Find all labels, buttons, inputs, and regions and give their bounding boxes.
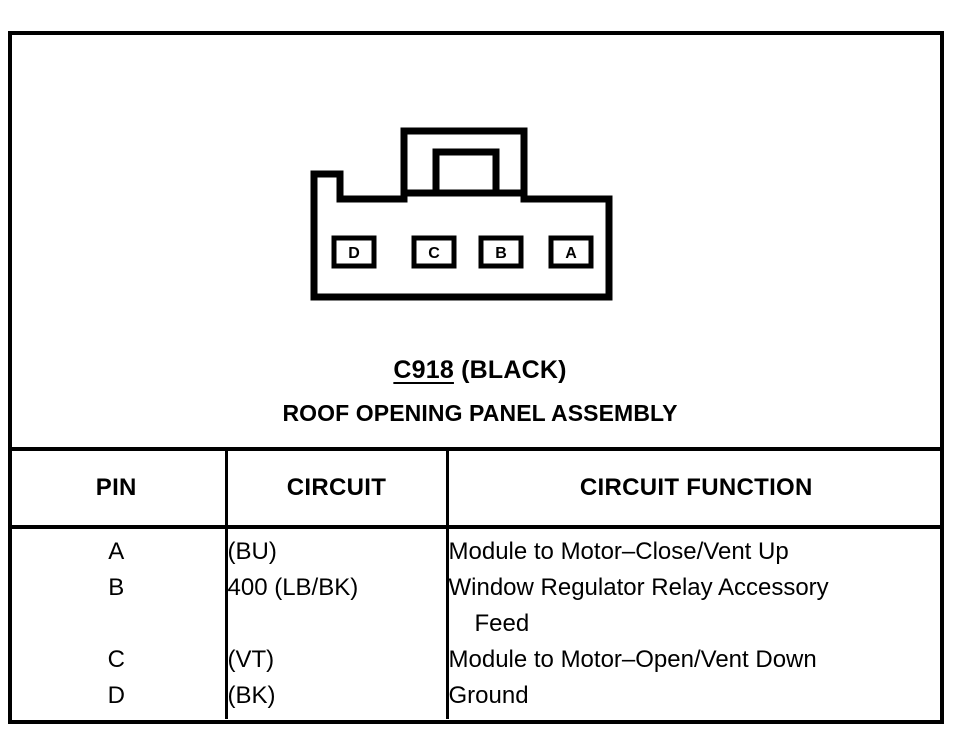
connector-color: (BLACK): [461, 356, 567, 384]
connector-drawing: D C B A: [310, 127, 613, 301]
pin-table-head: PIN CIRCUIT CIRCUIT FUNCTION: [8, 447, 944, 529]
column-header-pin: PIN: [8, 447, 226, 529]
connector-assembly-name: ROOF OPENING PANEL ASSEMBLY: [282, 400, 678, 426]
pin-value: A: [108, 538, 125, 565]
connector-id-line: C918 (BLACK): [12, 355, 948, 385]
pin-cavity-c: [411, 235, 457, 269]
pin-cavity-label-c: C: [428, 245, 440, 262]
pin-value: D: [107, 682, 125, 709]
pin-column-cell: A B C D: [8, 527, 226, 719]
pin-cavity-label-d: D: [348, 245, 360, 262]
circuit-function-value: Module to Motor–Close/Vent Up: [448, 538, 789, 565]
circuit-function-value: Ground: [448, 682, 529, 709]
circuit-value-continuation-blank: [228, 606, 446, 642]
circuit-function-value: Module to Motor–Open/Vent Down: [448, 646, 817, 673]
connector-tab-inner-notch: [432, 148, 500, 197]
circuit-column-cell: (BU) 400 (LB/BK) (VT) (BK): [224, 527, 447, 719]
pin-cavity-d: [331, 235, 377, 269]
circuit-function-value: Window Regulator Relay Accessory: [448, 574, 829, 601]
pin-cavity-b: [478, 235, 524, 269]
pin-table: PIN CIRCUIT CIRCUIT FUNCTION A B C D: [8, 447, 944, 719]
circuit-value: (BU): [227, 538, 277, 565]
connector-locking-tab: [400, 127, 528, 197]
pin-cavity-label-a: A: [565, 245, 577, 262]
column-header-circuit-function: CIRCUIT FUNCTION: [445, 447, 944, 529]
pin-cavity-a: [548, 235, 594, 269]
circuit-value: (BK): [227, 682, 276, 709]
connector-illustration: D C B A: [12, 35, 948, 355]
pin-value: B: [108, 574, 125, 601]
connector-code: C918: [393, 356, 454, 384]
pin-cavity-label-b: B: [495, 245, 507, 262]
circuit-value: (VT): [227, 646, 275, 673]
pin-table-body: A B C D (BU) 400 (LB/BK) (VT) (BK): [8, 527, 944, 719]
pin-value: C: [107, 646, 125, 673]
circuit-function-value-continuation: Feed: [474, 610, 530, 637]
table-row: A B C D (BU) 400 (LB/BK) (VT) (BK): [8, 527, 944, 719]
pin-value-continuation-blank: [8, 606, 225, 642]
circuit-value: 400 (LB/BK): [227, 574, 359, 601]
diagram-frame: D C B A C918 (BLACK) ROOF OPENING PANEL …: [8, 31, 944, 724]
connector-caption: C918 (BLACK) ROOF OPENING PANEL ASSEMBLY: [12, 355, 948, 428]
column-header-circuit: CIRCUIT: [224, 447, 447, 529]
table-header-row: PIN CIRCUIT CIRCUIT FUNCTION: [8, 447, 944, 529]
circuit-function-column-cell: Module to Motor–Close/Vent Up Window Reg…: [445, 527, 944, 719]
connector-body-outline: [310, 170, 613, 301]
